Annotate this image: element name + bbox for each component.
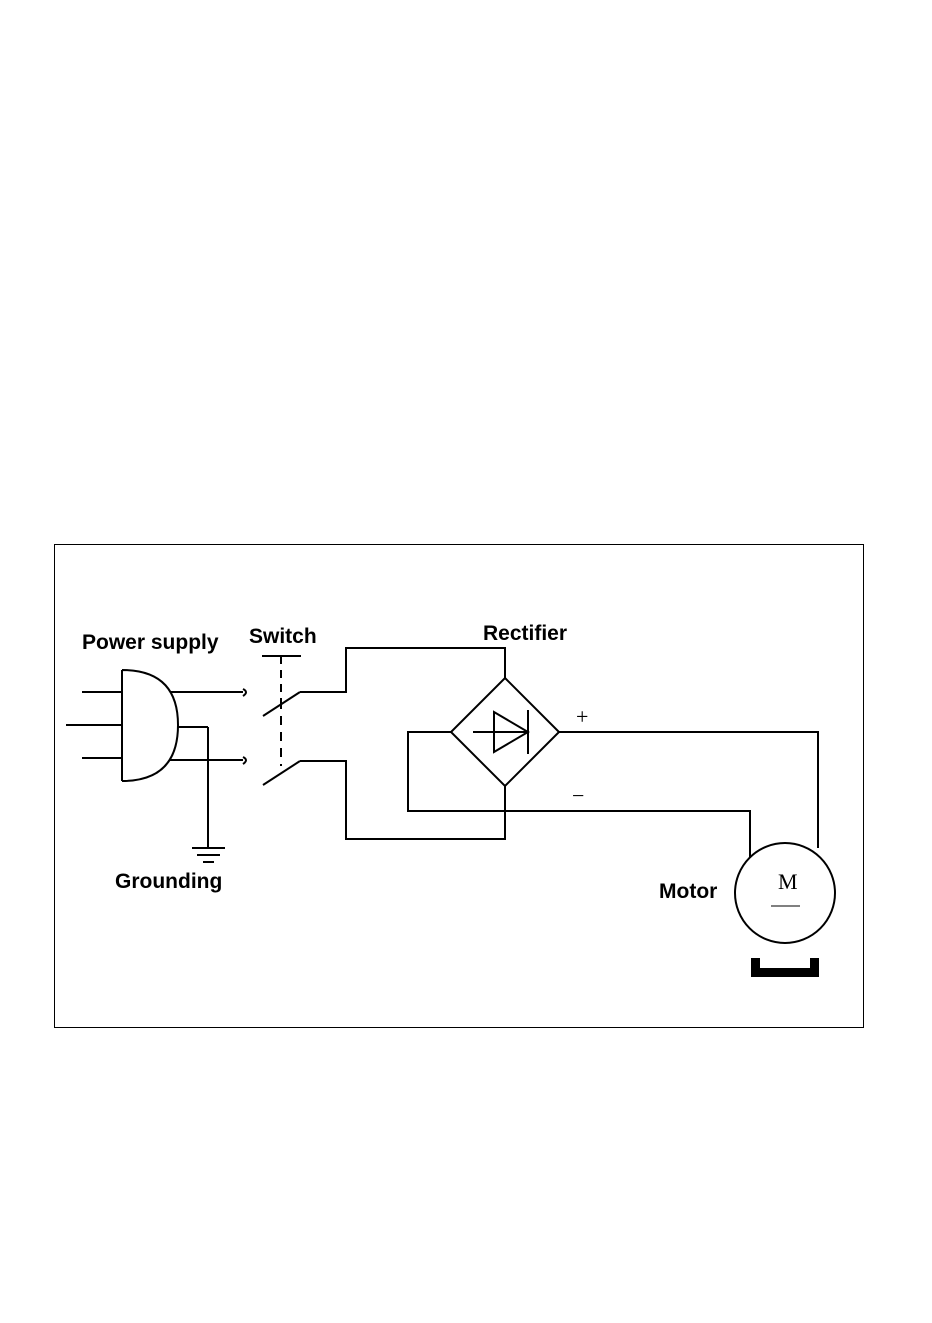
label-switch: Switch bbox=[249, 625, 317, 648]
label-power-supply: Power supply bbox=[82, 631, 219, 654]
label-grounding: Grounding bbox=[115, 870, 222, 893]
motor-symbol: M bbox=[778, 869, 798, 894]
ground-icon bbox=[178, 727, 225, 862]
motor-base-icon bbox=[751, 958, 819, 977]
diode-bridge-icon bbox=[451, 678, 559, 786]
minus-sign: − bbox=[572, 783, 584, 808]
plus-sign: + bbox=[576, 704, 588, 729]
label-motor: Motor bbox=[659, 880, 717, 903]
switch-icon bbox=[262, 656, 301, 785]
plug-icon bbox=[66, 670, 178, 781]
label-rectifier: Rectifier bbox=[483, 622, 567, 645]
motor-icon: M bbox=[735, 843, 835, 943]
